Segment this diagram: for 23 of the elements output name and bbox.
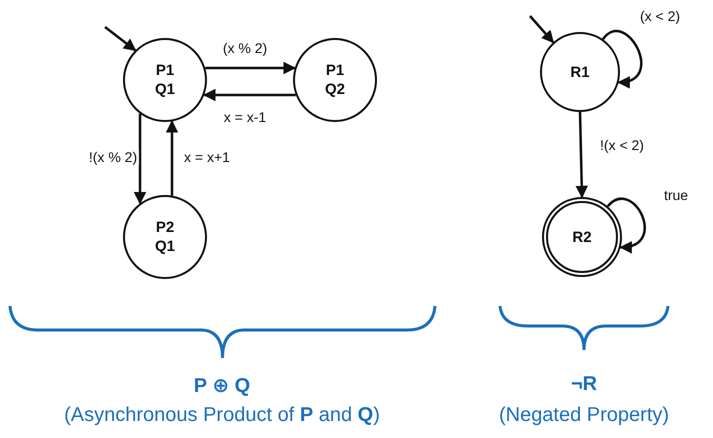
- formula-label: ¬R: [570, 373, 598, 396]
- edge-label: x = x-1: [222, 109, 268, 125]
- arrow: [606, 198, 646, 252]
- edge-label: (x < 2): [638, 8, 682, 24]
- formula-label: P ⊕ Q: [194, 374, 250, 398]
- arrow: [575, 112, 588, 198]
- state-label: P1 Q2: [324, 61, 346, 99]
- edge-label: !(x < 2): [598, 137, 646, 153]
- edge-label: x = x+1: [182, 149, 232, 165]
- state-label: R1: [569, 62, 591, 82]
- arrow: [529, 15, 554, 44]
- caption-text: (Negated Property): [498, 404, 670, 427]
- state-label: P2 Q1: [154, 218, 176, 256]
- state-label: R2: [571, 228, 593, 246]
- state-label: P1 Q1: [154, 61, 176, 99]
- arrow: [166, 120, 178, 196]
- arrow: [202, 88, 296, 102]
- caption-text: (Asynchronous Product of P and Q): [64, 404, 380, 427]
- arrow: [134, 114, 146, 204]
- arrow: [205, 62, 296, 74]
- arrow: [104, 26, 136, 52]
- edge-label: (x % 2): [220, 40, 270, 56]
- arrow: [602, 30, 643, 88]
